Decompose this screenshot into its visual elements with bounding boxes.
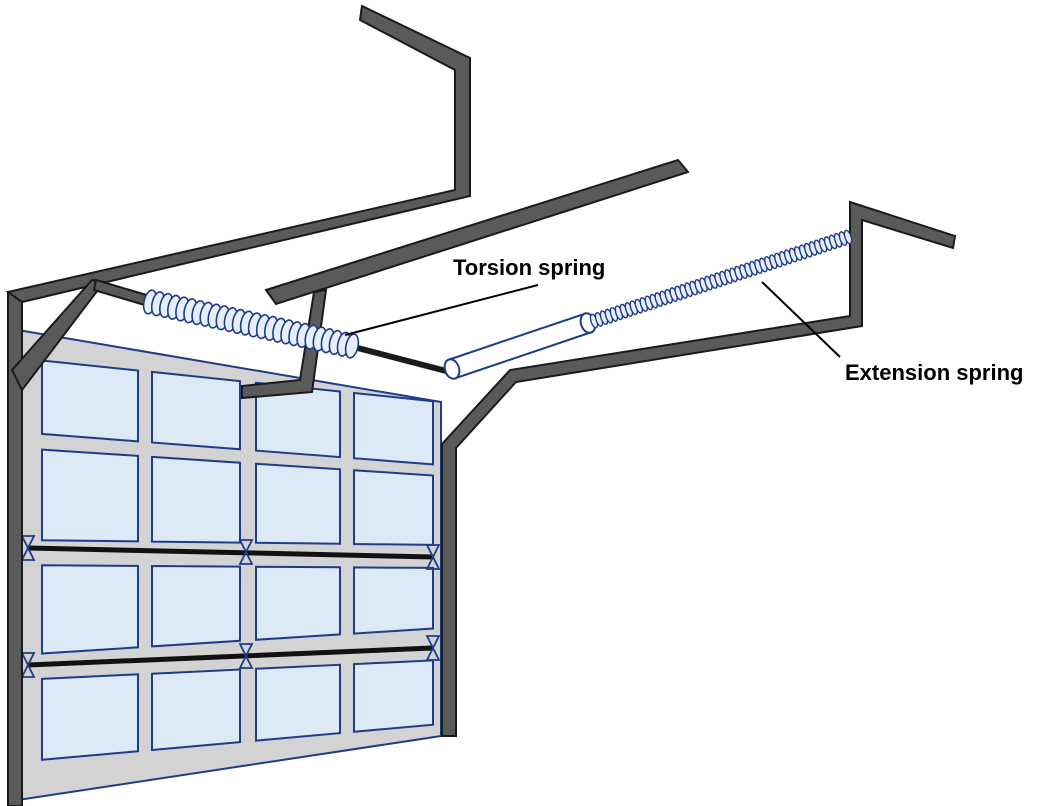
middle-frame bbox=[241, 158, 690, 400]
door-window bbox=[41, 564, 139, 655]
upper-ceiling-rail bbox=[5, 4, 471, 304]
door-hinge bbox=[425, 635, 441, 661]
door-window bbox=[353, 391, 434, 466]
extension-coil bbox=[843, 229, 853, 245]
door-window bbox=[255, 462, 341, 545]
door-window bbox=[41, 673, 139, 761]
torsion-shaft bbox=[349, 343, 451, 375]
door-window bbox=[151, 370, 241, 451]
torsion-leader-line bbox=[344, 284, 539, 336]
door-window bbox=[255, 565, 341, 641]
door-windows bbox=[41, 359, 434, 761]
extension-spring bbox=[443, 229, 853, 380]
door-window bbox=[151, 564, 241, 648]
left-frame bbox=[5, 4, 471, 806]
torsion-shaft-bracket bbox=[92, 278, 152, 308]
door-window bbox=[255, 663, 341, 742]
extension-coils bbox=[589, 229, 853, 329]
middle-ceiling-rail bbox=[264, 158, 690, 306]
extension-leader-line bbox=[761, 281, 841, 358]
door-window bbox=[151, 455, 241, 544]
door-window bbox=[353, 469, 434, 546]
torsion-spring-label: Torsion spring bbox=[453, 255, 605, 280]
door-hinge bbox=[238, 539, 254, 565]
door-hinge bbox=[425, 544, 441, 570]
torsion-spring bbox=[142, 289, 451, 375]
extension-tube-end bbox=[443, 358, 461, 380]
torsion-coils bbox=[142, 289, 360, 359]
right-frame bbox=[441, 200, 957, 737]
right-horizontal-track bbox=[441, 200, 957, 737]
door-strut-lower bbox=[27, 645, 434, 668]
middle-drop-bracket bbox=[241, 288, 328, 400]
door-window bbox=[41, 359, 139, 443]
extension-spring-label: Extension spring bbox=[845, 360, 1023, 385]
door-window bbox=[151, 668, 241, 752]
door-strut-upper bbox=[27, 545, 434, 560]
door-window bbox=[41, 448, 139, 543]
door bbox=[17, 328, 442, 802]
door-window bbox=[353, 566, 434, 635]
torsion-coil bbox=[344, 333, 360, 359]
door-window bbox=[353, 659, 434, 733]
door-hinge bbox=[238, 643, 254, 669]
